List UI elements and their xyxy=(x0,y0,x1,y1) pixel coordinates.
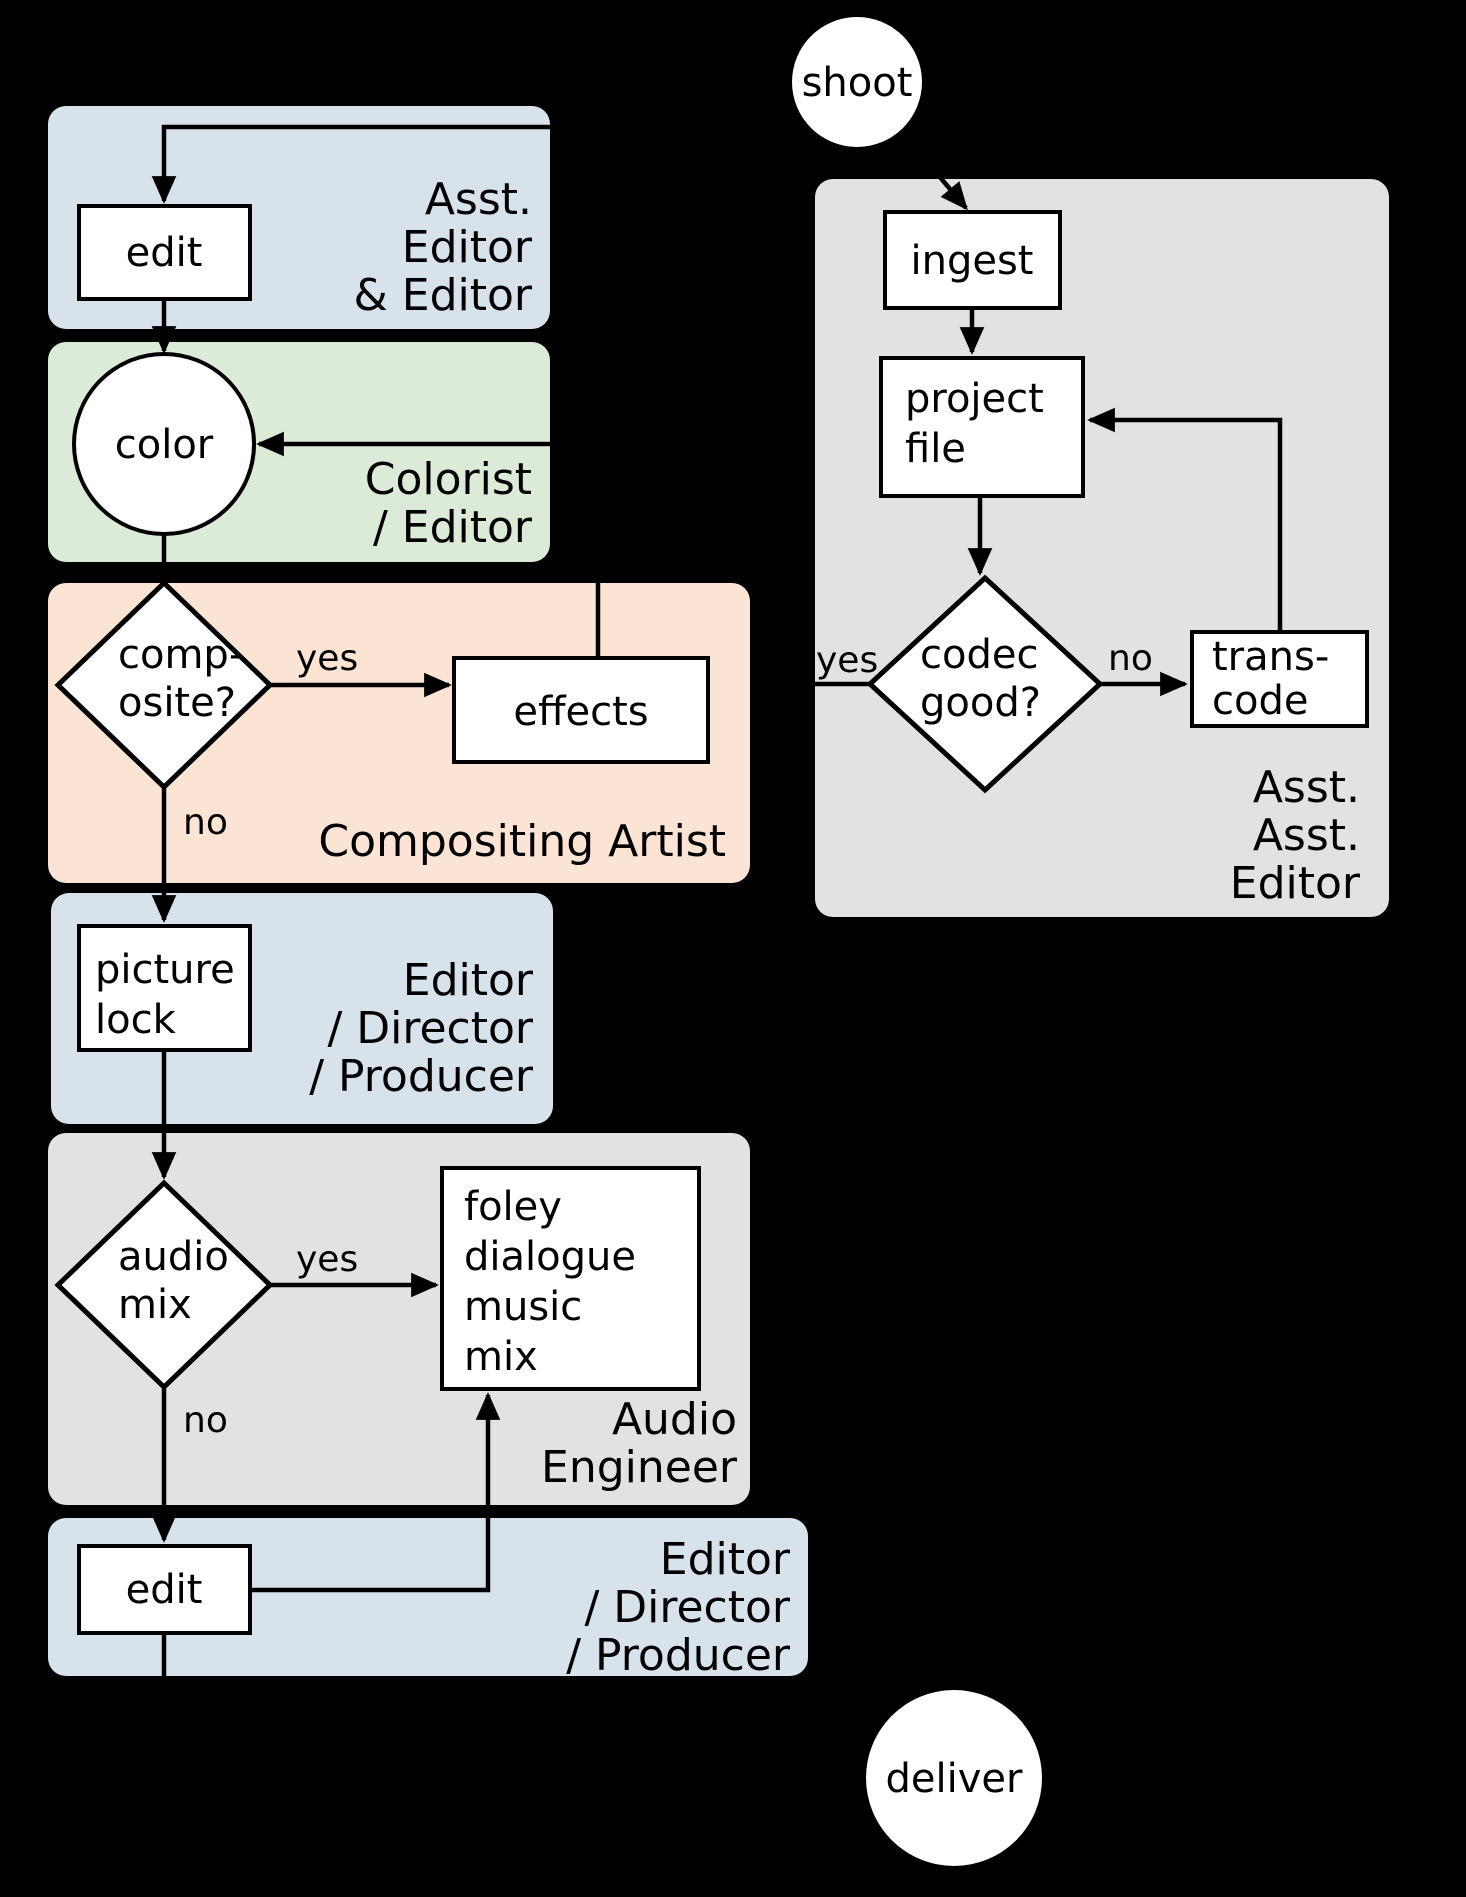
node-mix-label-3: music xyxy=(464,1284,582,1330)
node-mix xyxy=(440,1166,701,1391)
lane-asst-asst-editor-label-1: Asst. xyxy=(1253,762,1360,813)
lane-editor-director-producer-2-label-3: / Producer xyxy=(566,1630,791,1681)
lane-editor-director-producer-1-label-1: Editor xyxy=(403,955,534,1006)
node-composite-label-2: osite? xyxy=(118,680,236,726)
edge-transcode-to-project-file xyxy=(1087,407,1283,632)
node-edit-top xyxy=(77,204,252,301)
node-picture-lock-label-1: picture xyxy=(95,947,235,993)
lane-compositing-artist-label: Compositing Artist xyxy=(318,816,726,867)
node-color xyxy=(72,352,256,536)
node-codec-good-label-1: codec xyxy=(920,632,1038,678)
lane-asst-editor-and-editor-label-2: Editor xyxy=(402,222,533,273)
edge-label-audio-yes: yes xyxy=(296,1239,358,1280)
node-project-file-label-2: file xyxy=(905,426,966,472)
edge-edit-bottom-to-mix xyxy=(250,1392,501,1593)
node-deliver xyxy=(866,1690,1042,1866)
lane-asst-asst-editor-label-2: Asst. xyxy=(1253,810,1360,861)
node-transcode xyxy=(1190,630,1369,728)
lane-audio-engineer-label-1: Audio xyxy=(612,1394,737,1445)
node-edit-bottom-label: edit xyxy=(126,1567,203,1613)
node-project-file-label-1: project xyxy=(905,376,1044,422)
node-audio-mix-label-2: mix xyxy=(118,1282,192,1328)
lane-colorist-editor-label-1: Colorist xyxy=(365,454,532,505)
node-ingest xyxy=(883,210,1062,310)
edge-shoot-to-ingest xyxy=(899,129,968,211)
edge-label-codec-no: no xyxy=(1108,638,1153,679)
node-mix-label-2: dialogue xyxy=(464,1234,636,1280)
edge-label-composite-yes: yes xyxy=(296,638,358,679)
node-audio-mix-decision xyxy=(54,1179,274,1391)
node-composite-label-1: comp- xyxy=(118,632,243,678)
lane-audio-engineer-label-2: Engineer xyxy=(541,1442,738,1493)
node-edit-bottom xyxy=(77,1544,252,1635)
edge-label-audio-no: no xyxy=(183,1400,228,1441)
lane-colorist-editor-label-2: / Editor xyxy=(373,502,533,553)
node-ingest-label: ingest xyxy=(911,238,1034,284)
node-effects-label: effects xyxy=(513,689,648,735)
node-shoot xyxy=(792,17,922,147)
node-deliver-label: deliver xyxy=(886,1756,1024,1802)
node-audio-mix-label-1: audio xyxy=(118,1234,229,1280)
lane-asst-asst-editor-label-3: Editor xyxy=(1230,858,1361,909)
node-codec-good-label-2: good? xyxy=(920,680,1041,726)
lane-editor-director-producer-2-label-1: Editor xyxy=(660,1534,791,1585)
lane-asst-editor-and-editor-label-1: Asst. xyxy=(425,174,532,225)
edge-effects-to-color xyxy=(256,431,601,658)
edge-label-composite-no: no xyxy=(183,802,228,843)
lane-editor-director-producer-2-label-2: / Director xyxy=(584,1582,790,1633)
node-shoot-label: shoot xyxy=(802,60,913,106)
node-color-label: color xyxy=(115,422,214,468)
lane-editor-director-producer-1-label-2: / Director xyxy=(327,1003,533,1054)
edge-label-codec-yes: yes xyxy=(816,640,878,681)
node-codec-good-decision xyxy=(866,574,1104,794)
node-project-file xyxy=(879,356,1085,498)
node-mix-label-1: foley xyxy=(464,1184,562,1230)
node-effects xyxy=(452,656,710,764)
node-picture-lock-label-2: lock xyxy=(95,997,177,1043)
node-transcode-label-1: trans- xyxy=(1212,634,1329,680)
edge-codec-yes-to-edit-top xyxy=(151,124,870,687)
node-transcode-label-2: code xyxy=(1212,678,1308,724)
lane-editor-director-producer-1-label-3: / Producer xyxy=(309,1051,534,1102)
edge-edit-bottom-to-deliver xyxy=(161,1633,866,1781)
node-picture-lock xyxy=(77,924,252,1052)
node-composite-decision xyxy=(54,579,274,791)
lane-asst-editor-and-editor-label-3: & Editor xyxy=(353,270,532,321)
node-edit-top-label: edit xyxy=(126,230,203,276)
node-mix-label-4: mix xyxy=(464,1334,538,1380)
